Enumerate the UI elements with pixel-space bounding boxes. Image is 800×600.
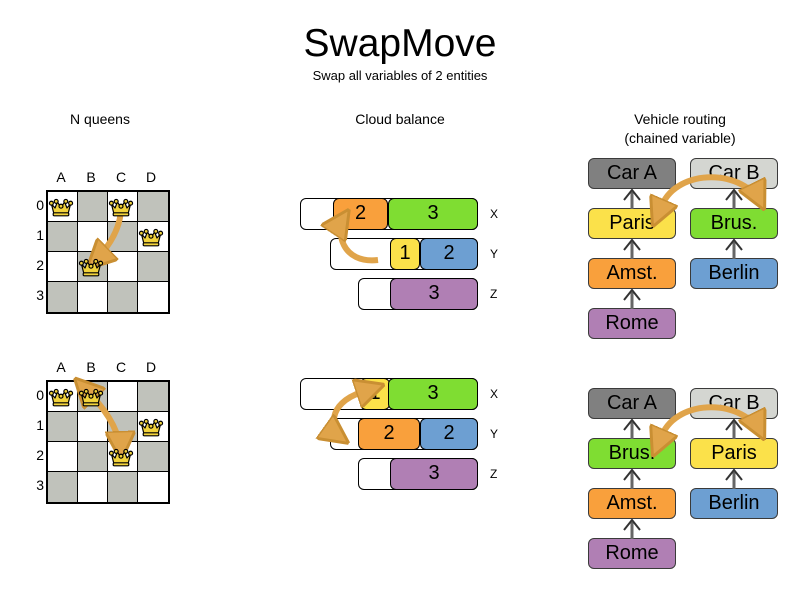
file-label-b: B <box>86 359 96 375</box>
vrp-heading-line1: Vehicle routing <box>634 111 726 127</box>
cloud-computer-label-y: Y <box>490 247 499 261</box>
board-cell-B3[interactable] <box>78 282 108 312</box>
vrp-node-berlin[interactable]: Berlin <box>690 488 778 519</box>
board-cell-D0[interactable] <box>138 382 168 412</box>
board-cell-B3[interactable] <box>78 472 108 502</box>
section-heading-n-queens: N queens <box>70 111 130 127</box>
board-cell-D2[interactable] <box>138 442 168 472</box>
vrp-chain-arrow-icon <box>623 518 641 539</box>
vrp-node-amst[interactable]: Amst. <box>588 258 676 289</box>
rank-label-3: 3 <box>36 477 44 493</box>
board-cell-C3[interactable] <box>108 472 138 502</box>
section-heading-vehicle-routing: Vehicle routing (chained variable) <box>580 110 780 148</box>
cloud-process-z-1[interactable]: 3 <box>390 278 478 310</box>
cloud-process-x-2[interactable]: 3 <box>388 198 478 230</box>
vrp-chain-arrow-icon <box>725 238 743 259</box>
vrp-chain-arrow-icon <box>623 418 641 439</box>
vrp-heading-line2: (chained variable) <box>624 130 736 146</box>
swap-arrow-icon <box>652 404 782 450</box>
rank-label-1: 1 <box>36 417 44 433</box>
board-cell-D3[interactable] <box>138 282 168 312</box>
vrp-node-amst[interactable]: Amst. <box>588 488 676 519</box>
board-cell-D3[interactable] <box>138 472 168 502</box>
rank-label-0: 0 <box>36 387 44 403</box>
file-label-c: C <box>115 169 127 185</box>
cloud-process-y-1[interactable]: 1 <box>390 238 420 270</box>
swap-arrow-icon <box>320 378 520 488</box>
cloud-computer-label-x: X <box>490 387 499 401</box>
file-label-a: A <box>56 359 66 375</box>
cloud-process-x-1[interactable]: 2 <box>333 198 388 230</box>
rank-label-3: 3 <box>36 287 44 303</box>
cloud-computer-label-y: Y <box>490 427 499 441</box>
vrp-node-berlin[interactable]: Berlin <box>690 258 778 289</box>
cloud-process-y-2[interactable]: 2 <box>420 238 478 270</box>
cloud-process-x-2[interactable]: 3 <box>388 378 478 410</box>
board-cell-D0[interactable] <box>138 192 168 222</box>
cloud-computer-label-x: X <box>490 207 499 221</box>
page-title: SwapMove <box>303 22 497 65</box>
board-cell-A1[interactable] <box>48 222 78 252</box>
cloud-computer-label-z: Z <box>490 287 498 301</box>
rank-label-1: 1 <box>36 227 44 243</box>
board-cell-C3[interactable] <box>108 282 138 312</box>
rank-label-2: 2 <box>36 257 44 273</box>
board-cell-A3[interactable] <box>48 472 78 502</box>
cloud-computer-label-z: Z <box>490 467 498 481</box>
vrp-node-rome[interactable]: Rome <box>588 308 676 339</box>
file-label-d: D <box>145 169 157 185</box>
vrp-chain-arrow-icon <box>623 238 641 259</box>
board-cell-B0[interactable] <box>78 192 108 222</box>
swap-arrow-icon <box>320 198 379 264</box>
section-heading-cloud-balance: Cloud balance <box>355 111 445 127</box>
file-label-a: A <box>56 169 66 185</box>
vrp-chain-arrow-icon <box>623 468 641 489</box>
file-label-b: B <box>86 169 96 185</box>
file-label-c: C <box>115 359 127 375</box>
vrp-node-rome[interactable]: Rome <box>588 538 676 569</box>
board-cell-A2[interactable] <box>48 252 78 282</box>
board-cell-A3[interactable] <box>48 282 78 312</box>
rank-label-0: 0 <box>36 197 44 213</box>
vrp-chain-arrow-icon <box>623 188 641 209</box>
cloud-process-y-2[interactable]: 2 <box>420 418 478 450</box>
vrp-chain-arrow-icon <box>623 288 641 309</box>
cloud-process-z-1[interactable]: 3 <box>390 458 478 490</box>
page-subtitle: Swap all variables of 2 entities <box>312 68 488 83</box>
rank-label-2: 2 <box>36 447 44 463</box>
swap-arrow-icon <box>652 174 782 220</box>
board-cell-D2[interactable] <box>138 252 168 282</box>
file-label-d: D <box>145 359 157 375</box>
vrp-chain-arrow-icon <box>725 468 743 489</box>
